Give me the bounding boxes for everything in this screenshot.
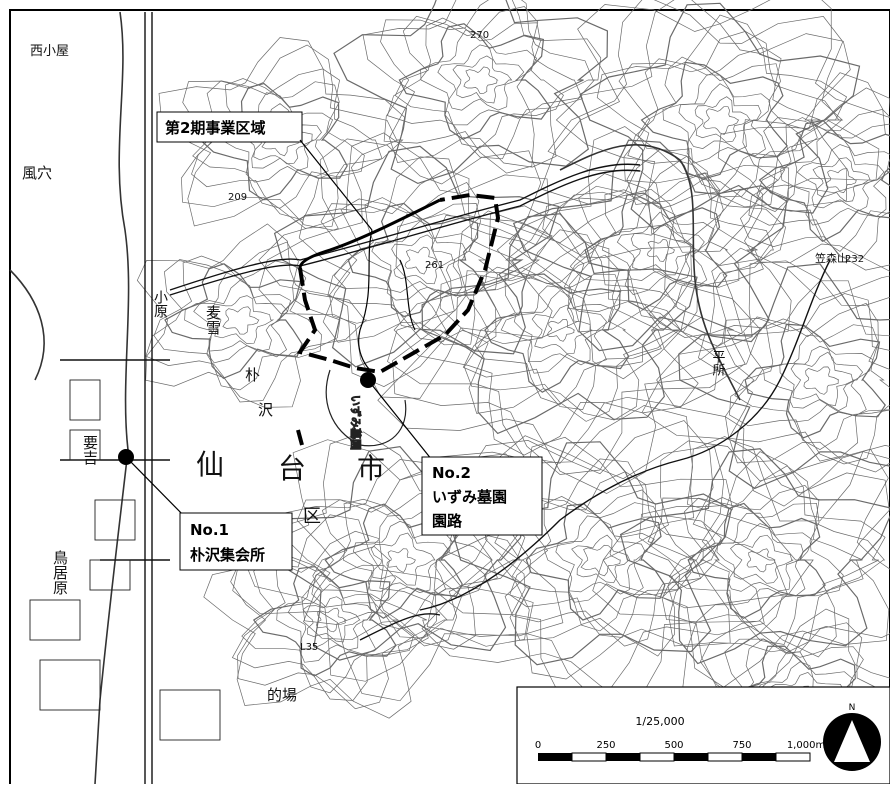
scale-segment <box>538 753 572 761</box>
place-kano-kichi: 要吉 <box>81 435 99 465</box>
point-2-label: No.2 いずみ墓園 園路 <box>422 457 542 535</box>
scale-ratio: 1/25,000 <box>635 715 684 728</box>
scale-segment <box>742 753 776 761</box>
scale-segment <box>606 753 640 761</box>
place-hoku: 朴 <box>245 366 260 384</box>
scale-tick-0: 0 <box>535 740 541 751</box>
place-sendai-sen: 仙 <box>196 448 224 481</box>
scale-tick-500: 500 <box>664 740 683 751</box>
scale-segment <box>572 753 606 761</box>
elevation-232: 232 <box>845 254 864 265</box>
place-ku: 区 <box>303 506 321 527</box>
legend-panel: 1/25,000 0 250 500 750 1,000m N <box>517 687 890 784</box>
point-1-name: 朴沢集会所 <box>190 546 265 564</box>
point-2-name: いずみ墓園 <box>432 488 507 506</box>
cemetery-label: いずみ墓園 <box>349 395 362 450</box>
hill-label: 笠森山 <box>815 251 848 265</box>
place-toriihara: 鳥居原 <box>51 549 69 595</box>
point-1-label: No.1 朴沢集会所 <box>180 513 292 570</box>
scale-segment <box>708 753 742 761</box>
place-mugiyuki: 麦雪 <box>204 305 222 335</box>
place-kazaana: 風穴 <box>22 164 52 182</box>
place-sendai-shi: 市 <box>357 452 385 485</box>
north-arrow-letter: N <box>849 703 856 713</box>
scale-segment <box>640 753 674 761</box>
point-2-name-line2: 園路 <box>432 512 463 530</box>
project-area-label-text: 第2期事業区域 <box>165 119 265 137</box>
scale-segment <box>776 753 810 761</box>
place-sawa: 沢 <box>258 401 273 419</box>
point-2-number: No.2 <box>432 464 471 482</box>
scale-tick-1000: 1,000m <box>787 740 825 751</box>
place-tairasho: 平所 <box>710 350 726 376</box>
point-1-number: No.1 <box>190 521 229 539</box>
place-kohara: 小原 <box>152 290 168 318</box>
place-sendai-dai: 台 <box>278 452 306 485</box>
place-nishi-koya: 西小屋 <box>30 44 69 59</box>
elevation-270: 270 <box>470 30 489 41</box>
elevation-135: L35 <box>300 642 318 653</box>
project-area-label: 第2期事業区域 <box>157 112 302 142</box>
elevation-261: 261 <box>425 260 444 271</box>
scale-tick-250: 250 <box>596 740 615 751</box>
scale-segment <box>674 753 708 761</box>
elevation-209: 209 <box>228 192 247 203</box>
scale-tick-750: 750 <box>732 740 751 751</box>
place-mato-ba: 的場 <box>267 686 297 704</box>
